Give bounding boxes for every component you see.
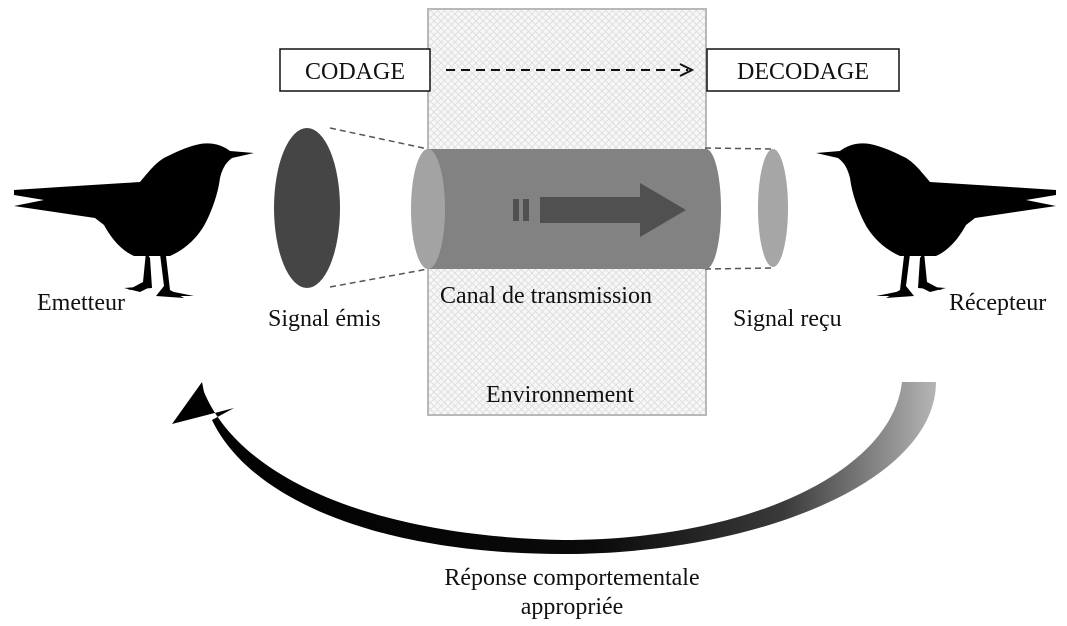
channel-label: Canal de transmission	[440, 283, 652, 309]
projection-lines	[329, 127, 774, 288]
signal-emitted-label: Signal émis	[268, 306, 381, 332]
emitter-label: Emetteur	[37, 290, 125, 316]
emitter-bird-icon	[14, 143, 254, 298]
response-label-line1: Réponse comportementale	[444, 565, 699, 591]
coding-label: CODAGE	[305, 59, 405, 85]
dashed-arrow-icon	[446, 63, 695, 77]
signal-received-label: Signal reçu	[733, 306, 842, 332]
arrow-right-icon	[513, 183, 686, 237]
coding-box	[279, 48, 431, 92]
receiver-bird-icon	[816, 143, 1056, 298]
signal-received-ellipse	[758, 149, 788, 267]
decoding-box	[706, 48, 900, 92]
response-label-line2: appropriée	[521, 594, 624, 620]
curved-arrow-icon	[172, 382, 936, 554]
signal-emitted-ellipse	[274, 128, 340, 288]
decoding-label: DECODAGE	[737, 59, 869, 85]
environment-label: Environnement	[486, 382, 634, 408]
receiver-label: Récepteur	[949, 290, 1046, 316]
